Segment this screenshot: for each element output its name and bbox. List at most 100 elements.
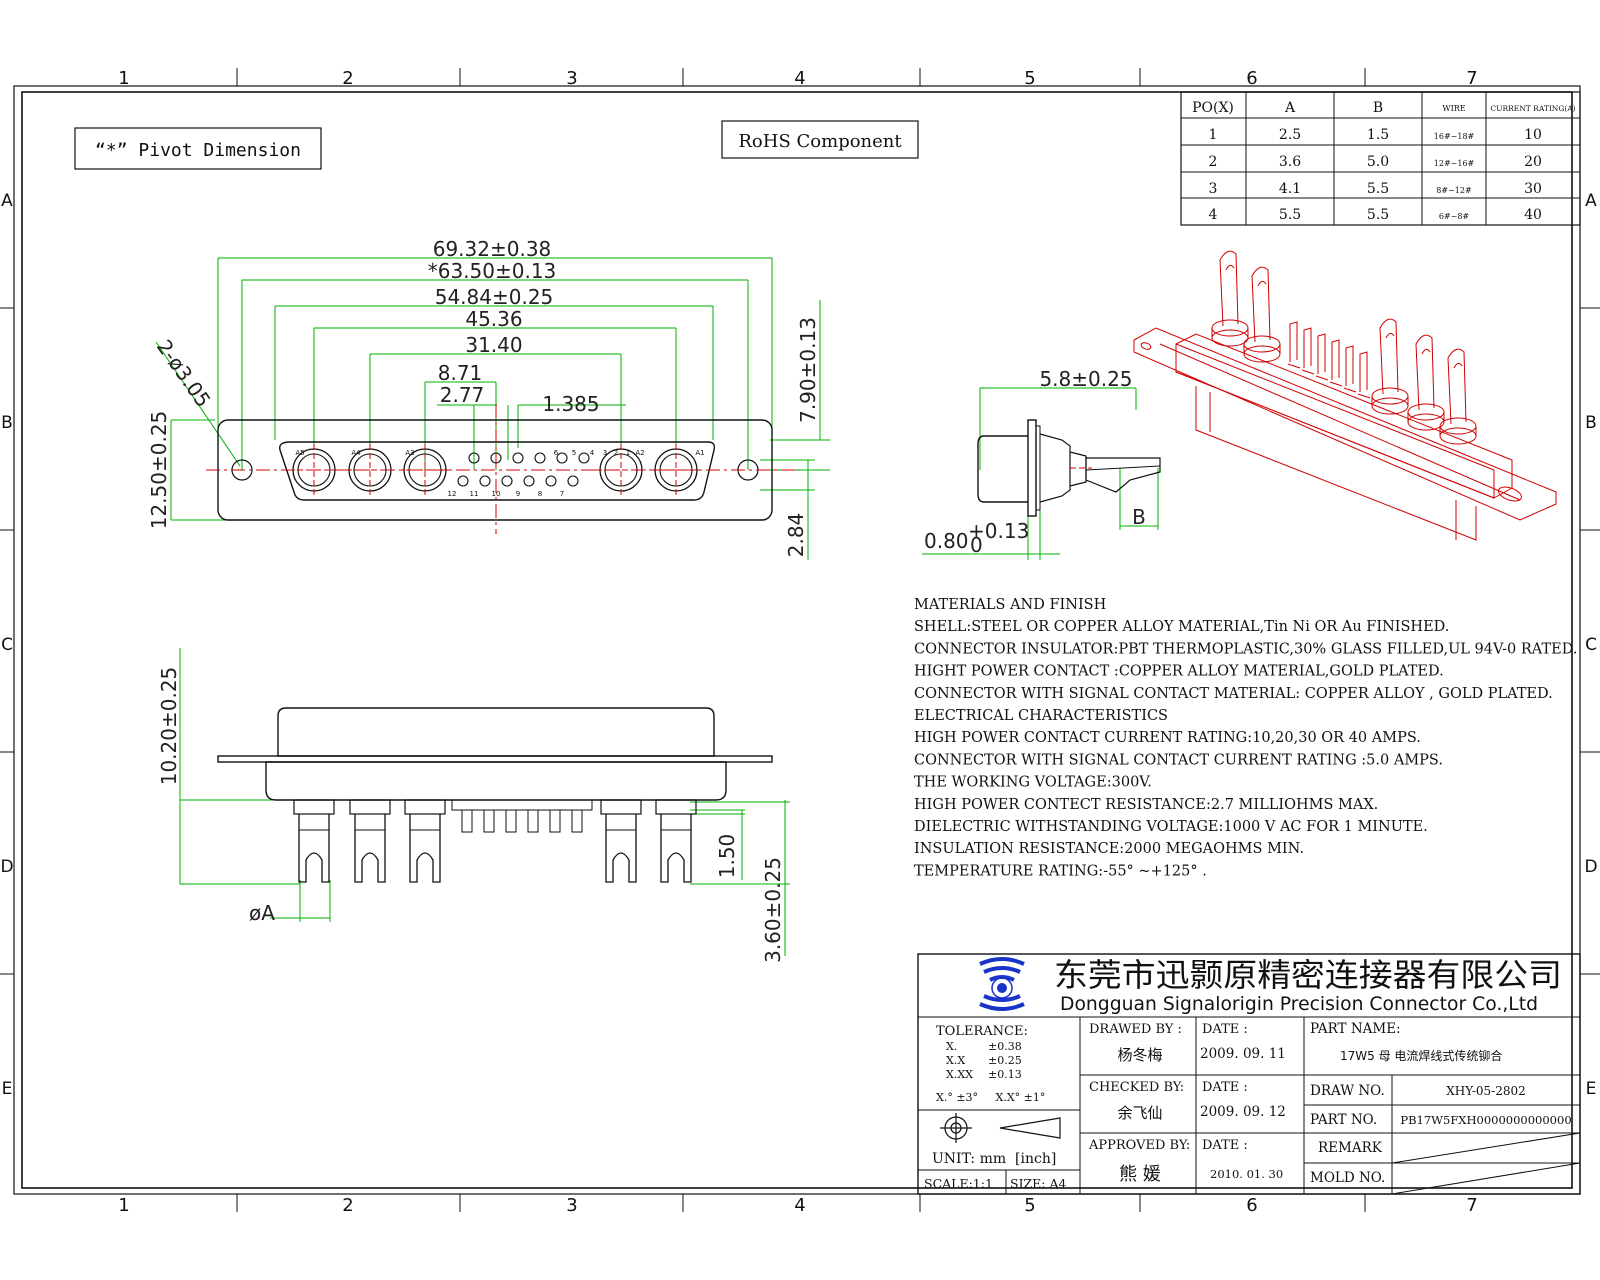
left-vertical-dim: 12.50±0.25 (147, 411, 171, 530)
table-header: PO(X) (1192, 100, 1234, 116)
note-line: CONNECTOR INSULATOR:PBT THERMOPLASTIC,30… (914, 641, 1577, 657)
signal-contact (468, 452, 480, 464)
table-cell: 4.1 (1279, 181, 1301, 197)
iso-power-pin (1251, 266, 1271, 343)
signal-pin (505, 809, 517, 833)
date-checked: 2009. 09. 12 (1200, 1104, 1286, 1120)
dim-text: 54.84±0.25 (435, 285, 554, 309)
signal-contact (490, 452, 502, 464)
col-label: 2 (342, 68, 353, 89)
pin-number: 2 (614, 449, 618, 457)
signal-contact (479, 475, 491, 487)
iso-signal-base (1329, 381, 1343, 387)
table-cell: 10 (1524, 127, 1542, 143)
note-line: SHELL:STEEL OR COPPER ALLOY MATERIAL,Tin… (914, 619, 1449, 635)
drawn-by: 杨冬梅 (1117, 1046, 1162, 1064)
dim-text: 8.71 (438, 361, 483, 385)
date-approved: 2010. 01. 30 (1210, 1167, 1283, 1181)
pin-number: A2 (635, 449, 644, 457)
iso-power-pin-slot (1225, 264, 1235, 271)
power-pin (605, 814, 637, 883)
col-label: 6 (1246, 1195, 1257, 1216)
iso-signal-base (1357, 393, 1371, 399)
table-header: B (1373, 100, 1383, 116)
company-logo (979, 957, 1025, 1011)
iso-power-collar (1211, 329, 1249, 347)
dim-text: *63.50±0.13 (428, 259, 557, 283)
tol-label: X. (946, 1040, 957, 1053)
side-dim-tol-plus: +0.13 (968, 519, 1029, 543)
tol-value: ±0.38 (988, 1040, 1022, 1053)
power-pin (354, 814, 386, 883)
iso-signal-base (1315, 375, 1329, 381)
scale-label: SCALE:1:1 (924, 1176, 993, 1191)
remark-label: REMARK (1318, 1140, 1383, 1156)
table-cell: 4 (1209, 207, 1218, 223)
date-label: DATE : (1202, 1080, 1248, 1095)
pin-number: A1 (695, 449, 704, 457)
power-pin-collar (404, 799, 446, 815)
pin-number: A3 (405, 449, 414, 457)
dim-text: 45.36 (465, 307, 522, 331)
approved-by: 熊 媛 (1119, 1164, 1161, 1185)
part-name-label: PART NAME: (1310, 1021, 1401, 1037)
bottom-dim-dia: øA (249, 901, 275, 925)
note-line: ELECTRICAL CHARACTERISTICS (914, 708, 1168, 724)
checked-by: 余飞仙 (1117, 1104, 1162, 1122)
bottom-dim-pin2: 3.60±0.25 (761, 857, 785, 963)
pin-number: 7 (560, 490, 564, 498)
pin-number: 10 (492, 490, 501, 498)
mold-no-label: MOLD NO. (1310, 1170, 1385, 1186)
drawing-frame (0, 68, 1600, 1212)
iso-signal-pin (1303, 327, 1312, 368)
front-view: 69.32±0.38 *63.50±0.13 54.84±0.25 45.36 … (147, 237, 830, 560)
col-label: 6 (1246, 68, 1257, 89)
pivot-dimension-label: “*” Pivot Dimension (74, 127, 322, 170)
power-pin (298, 814, 330, 883)
col-label: 1 (118, 1195, 129, 1216)
iso-signal-pin (1331, 339, 1340, 380)
unit-label: UNIT: mm [inch] (932, 1151, 1056, 1167)
power-pin-collar (600, 799, 642, 815)
table-cell: 5.0 (1367, 154, 1389, 170)
table-cell: 2 (1209, 154, 1218, 170)
d-sub-shell (279, 441, 716, 501)
iso-signal-base (1301, 369, 1315, 375)
isometric-view (1133, 250, 1557, 541)
iso-power-collar (1243, 345, 1281, 363)
signal-contact (578, 452, 590, 464)
table-cell: 8#~12# (1436, 186, 1472, 195)
signal-contact (545, 475, 557, 487)
table-cell: 1.5 (1367, 127, 1389, 143)
iso-power-pin (1447, 348, 1467, 425)
iso-power-pin-slot (1385, 332, 1395, 339)
row-label: B (1585, 413, 1597, 433)
row-label: C (1585, 635, 1597, 655)
table-cell: 1 (1209, 127, 1218, 143)
tol-value: ±0.13 (988, 1068, 1022, 1081)
table-cell: 40 (1524, 207, 1542, 223)
size-label: SIZE: A4 (1010, 1176, 1067, 1191)
table-cell: 3 (1209, 181, 1218, 197)
note-line: INSULATION RESISTANCE:2000 MEGAOHMS MIN. (914, 841, 1304, 857)
draw-no: XHY-05-2802 (1446, 1084, 1526, 1098)
iso-signal-pin (1359, 351, 1368, 392)
table-cell: 6#~8# (1439, 212, 1470, 221)
row-label: D (0, 857, 13, 877)
note-line: THE WORKING VOLTAGE:300V. (914, 775, 1152, 791)
dim-text: 2.77 (440, 383, 485, 407)
pivot-text: “*” Pivot Dimension (95, 140, 301, 161)
draw-no-label: DRAW NO. (1310, 1083, 1385, 1099)
right-vertical-dim-2: 2.84 (784, 513, 808, 558)
col-label: 3 (566, 1195, 577, 1216)
projection-symbol (940, 1113, 1061, 1143)
date-drawn: 2009. 09. 11 (1200, 1046, 1286, 1062)
iso-power-pin-slot (1257, 280, 1267, 287)
pin-number: 6 (554, 449, 559, 457)
column-labels-top: 1 2 3 4 5 6 7 (118, 68, 1477, 89)
row-label: A (1585, 191, 1597, 211)
iso-power-collar-top (1243, 335, 1281, 353)
